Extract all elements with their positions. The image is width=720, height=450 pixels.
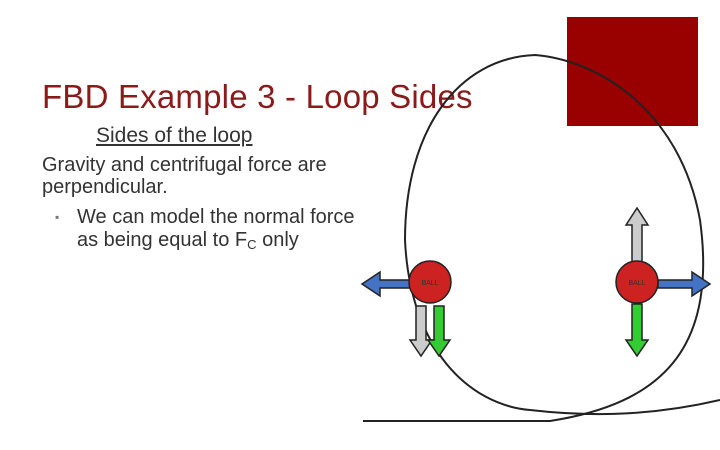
centrifugal-arrow-left [408, 305, 434, 358]
gravity-arrow-left [426, 305, 452, 358]
loop-track [363, 53, 720, 422]
gravity-arrow-right [624, 303, 650, 358]
slide-subtitle: Sides of the loop [96, 124, 253, 147]
ball-left-group: BALL [360, 260, 452, 358]
centrifugal-arrow-right [624, 206, 650, 263]
normal-force-arrow-left [360, 270, 411, 298]
bullet-text: We can model the normal force as being e… [77, 206, 377, 256]
ball-right-group: BALL [615, 206, 712, 358]
normal-force-arrow-right [657, 270, 712, 298]
ball-left [408, 260, 452, 304]
body-text: Gravity and centrifugal force are perpen… [42, 154, 327, 198]
slide-title: FBD Example 3 - Loop Sides [42, 78, 473, 115]
accent-box [567, 17, 698, 126]
ball-right [615, 260, 659, 304]
bullet-square-icon: ▪ [55, 210, 60, 224]
ball-right-label: BALL [628, 280, 645, 287]
bullet-text-tail: only [256, 229, 299, 251]
bullet-text-main: We can model the normal force as being e… [77, 206, 355, 251]
bullet-subscript: C [247, 237, 257, 252]
ball-left-label: BALL [421, 280, 438, 287]
